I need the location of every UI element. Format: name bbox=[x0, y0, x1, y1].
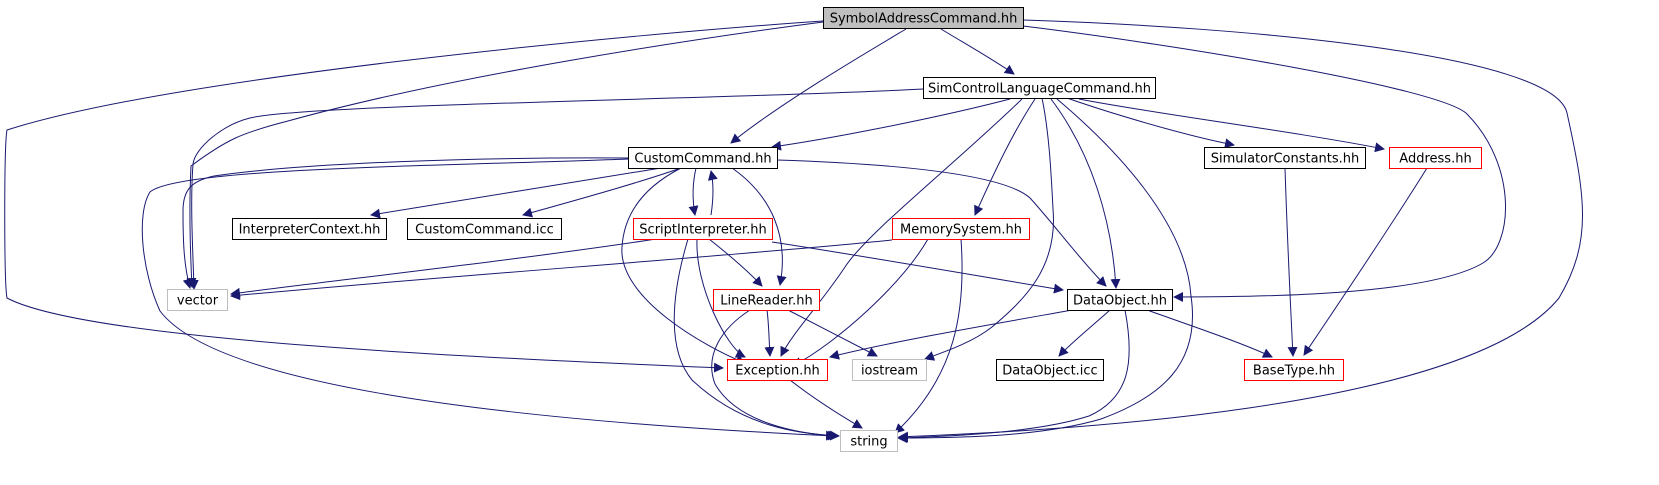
node-exception[interactable]: Exception.hh bbox=[727, 359, 828, 381]
node-box-simulator-constants bbox=[1204, 147, 1366, 169]
node-simulator-constants[interactable]: SimulatorConstants.hh bbox=[1204, 147, 1366, 169]
node-label-string: string bbox=[850, 435, 887, 450]
node-interpreter-context[interactable]: InterpreterContext.hh bbox=[232, 218, 387, 240]
edge-symbol-address-command-to-string bbox=[898, 19, 1583, 442]
node-symbol-address-command[interactable]: SymbolAddressCommand.hh bbox=[823, 7, 1024, 29]
edge-script-interpreter-to-custom-command bbox=[707, 170, 718, 216]
node-box-custom-command bbox=[628, 147, 778, 169]
edge-sim-control-language-command-to-vector bbox=[188, 88, 924, 290]
node-box-script-interpreter bbox=[633, 218, 773, 240]
edge-data-object-to-data-object-icc bbox=[1058, 309, 1111, 357]
node-box-data-object-icc bbox=[996, 359, 1104, 381]
node-string: string bbox=[840, 430, 898, 452]
node-box-string bbox=[840, 430, 898, 452]
node-label-sim-control-language-command: SimControlLanguageCommand.hh bbox=[928, 82, 1151, 97]
node-vector: vector bbox=[167, 289, 228, 311]
edge-custom-command-to-line-reader bbox=[731, 167, 787, 286]
edge-symbol-address-command-to-sim-control-language-command bbox=[940, 28, 1015, 75]
edge-custom-command-to-vector bbox=[182, 157, 629, 289]
edge-custom-command-to-interpreter-context bbox=[370, 167, 662, 219]
edge-script-interpreter-to-exception bbox=[696, 238, 746, 358]
edge-symbol-address-command-to-vector bbox=[186, 21, 824, 288]
edge-memory-system-to-exception bbox=[792, 238, 929, 367]
node-label-data-object-icc: DataObject.icc bbox=[1002, 364, 1097, 379]
node-box-exception bbox=[727, 359, 828, 381]
node-label-symbol-address-command: SymbolAddressCommand.hh bbox=[830, 12, 1018, 27]
edge-sim-control-language-command-to-string bbox=[897, 98, 1193, 443]
node-label-simulator-constants: SimulatorConstants.hh bbox=[1211, 152, 1360, 167]
node-box-vector bbox=[167, 289, 228, 311]
edge-line-reader-to-iostream bbox=[787, 309, 878, 357]
node-custom-command-icc[interactable]: CustomCommand.icc bbox=[407, 218, 562, 240]
edge-sim-control-language-command-to-simulator-constants bbox=[1066, 97, 1235, 149]
edge-sim-control-language-command-to-exception bbox=[780, 98, 1023, 357]
node-label-exception: Exception.hh bbox=[735, 364, 820, 379]
edge-script-interpreter-to-vector bbox=[230, 238, 657, 298]
node-custom-command[interactable]: CustomCommand.hh bbox=[628, 147, 778, 169]
edge-sim-control-language-command-to-memory-system bbox=[974, 98, 1036, 216]
node-label-custom-command-icc: CustomCommand.icc bbox=[415, 223, 554, 238]
edge-symbol-address-command-to-custom-command bbox=[730, 28, 907, 144]
node-box-iostream bbox=[852, 359, 927, 381]
node-box-base-type bbox=[1244, 359, 1344, 381]
node-address[interactable]: Address.hh bbox=[1389, 147, 1482, 169]
edge-symbol-address-command-to-data-object bbox=[1022, 25, 1506, 302]
node-box-sim-control-language-command bbox=[923, 77, 1156, 99]
edge-line-reader-to-string bbox=[711, 309, 838, 441]
edge-custom-command-to-exception bbox=[621, 167, 746, 365]
edge-data-object-to-string bbox=[898, 309, 1130, 443]
node-sim-control-language-command[interactable]: SimControlLanguageCommand.hh bbox=[923, 77, 1156, 99]
node-label-data-object: DataObject.hh bbox=[1073, 294, 1167, 309]
node-label-address: Address.hh bbox=[1399, 152, 1471, 167]
node-box-address bbox=[1389, 147, 1482, 169]
node-label-base-type: BaseType.hh bbox=[1253, 364, 1335, 379]
edge-data-object-to-base-type bbox=[1146, 309, 1273, 358]
edge-custom-command-to-script-interpreter bbox=[688, 167, 699, 216]
edge-custom-command-to-data-object bbox=[776, 159, 1107, 287]
edge-custom-command-to-string bbox=[141, 158, 836, 441]
node-label-interpreter-context: InterpreterContext.hh bbox=[239, 223, 381, 238]
edge-custom-command-to-custom-command-icc bbox=[522, 167, 682, 218]
edge-line-reader-to-exception bbox=[764, 309, 775, 357]
node-label-memory-system: MemorySystem.hh bbox=[900, 223, 1022, 238]
node-label-iostream: iostream bbox=[861, 364, 918, 379]
edge-script-interpreter-to-line-reader bbox=[708, 238, 763, 287]
edge-symbol-address-command-to-exception bbox=[4, 20, 824, 373]
edge-script-interpreter-to-data-object bbox=[771, 241, 1064, 294]
node-label-script-interpreter: ScriptInterpreter.hh bbox=[639, 223, 766, 238]
node-box-custom-command-icc bbox=[407, 218, 562, 240]
node-label-custom-command: CustomCommand.hh bbox=[634, 152, 771, 167]
edge-sim-control-language-command-to-iostream bbox=[924, 97, 1054, 361]
node-memory-system[interactable]: MemorySystem.hh bbox=[892, 218, 1030, 240]
node-data-object-icc[interactable]: DataObject.icc bbox=[996, 359, 1104, 381]
node-box-interpreter-context bbox=[232, 218, 387, 240]
node-iostream: iostream bbox=[852, 359, 927, 381]
edge-simulator-constants-to-base-type bbox=[1284, 167, 1298, 357]
node-box-line-reader bbox=[713, 289, 820, 311]
nodes-layer: SymbolAddressCommand.hhSimControlLanguag… bbox=[167, 7, 1482, 452]
node-box-memory-system bbox=[892, 218, 1030, 240]
edge-sim-control-language-command-to-custom-command bbox=[771, 98, 1011, 151]
edges-layer bbox=[4, 19, 1583, 443]
edge-data-object-to-exception bbox=[829, 308, 1079, 360]
node-base-type[interactable]: BaseType.hh bbox=[1244, 359, 1344, 381]
edge-sim-control-language-command-to-address bbox=[1078, 98, 1385, 153]
node-box-data-object bbox=[1067, 289, 1173, 311]
edge-memory-system-to-string bbox=[894, 238, 963, 434]
edge-address-to-base-type bbox=[1303, 167, 1428, 356]
node-data-object[interactable]: DataObject.hh bbox=[1067, 289, 1173, 311]
edge-exception-to-string bbox=[789, 379, 863, 429]
edge-sim-control-language-command-to-data-object bbox=[1050, 98, 1121, 289]
node-script-interpreter[interactable]: ScriptInterpreter.hh bbox=[633, 218, 773, 240]
node-label-vector: vector bbox=[177, 294, 219, 309]
edge-memory-system-to-vector bbox=[230, 239, 893, 301]
node-line-reader[interactable]: LineReader.hh bbox=[713, 289, 820, 311]
node-box-symbol-address-command bbox=[823, 7, 1024, 29]
node-label-line-reader: LineReader.hh bbox=[720, 294, 813, 309]
